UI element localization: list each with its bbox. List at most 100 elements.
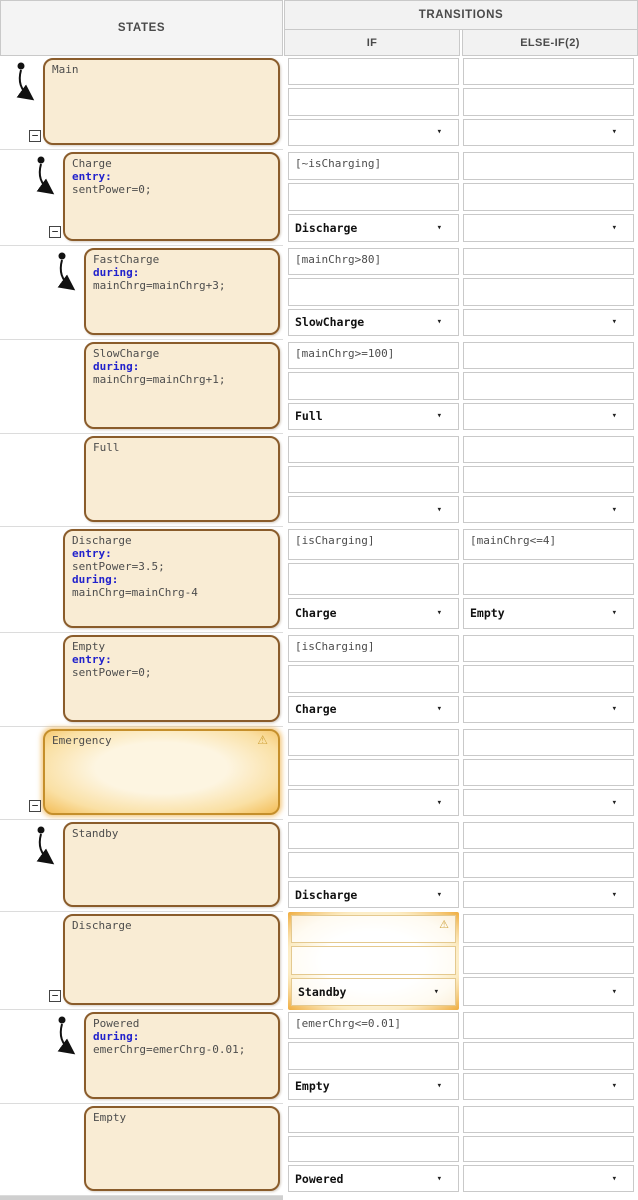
default-transition-arrow[interactable] [10,59,42,107]
if-condition-cell[interactable]: ⚠ [291,915,456,944]
collapse-button[interactable]: − [49,226,61,238]
if-destination-dropdown[interactable]: Full▾ [288,402,459,430]
elseif-destination-dropdown[interactable]: ▾ [463,118,634,146]
collapse-button[interactable]: − [49,990,61,1002]
if-condition-cell[interactable]: [~isCharging] [288,152,459,180]
if-destination-dropdown[interactable]: Charge▾ [288,695,459,723]
default-transition-arrow[interactable] [51,1013,83,1061]
elseif-condition-cell[interactable] [463,342,634,370]
if-action-cell[interactable] [291,946,456,975]
elseif-destination-dropdown[interactable]: ▾ [463,977,634,1007]
elseif-action-cell[interactable] [463,372,634,400]
elseif-action-cell[interactable] [463,851,634,879]
elseif-condition-cell[interactable] [463,248,634,276]
elseif-destination-dropdown[interactable]: ▾ [463,789,634,816]
if-destination-dropdown[interactable]: Discharge▾ [288,881,459,909]
if-condition-cell[interactable] [288,58,459,86]
if-destination-dropdown[interactable]: ▾ [288,789,459,816]
if-destination-dropdown[interactable]: Discharge▾ [288,214,459,242]
elseif-destination-dropdown[interactable]: ▾ [463,402,634,430]
if-destination-dropdown[interactable]: Standby▾ [291,977,456,1006]
elseif-action-cell[interactable] [463,278,634,306]
if-condition-cell[interactable]: [mainChrg>80] [288,248,459,276]
if-action-cell[interactable] [288,88,459,116]
if-destination-dropdown[interactable]: ▾ [288,496,459,523]
if-destination-dropdown[interactable]: Charge▾ [288,597,459,629]
elseif-action-cell[interactable] [463,759,634,786]
state-emergency[interactable]: Emergency⚠ [43,729,280,815]
elseif-condition-cell[interactable]: [mainChrg<=4] [463,529,634,561]
state-standby[interactable]: Standby [63,822,280,907]
elseif-destination-dropdown[interactable]: ▾ [463,881,634,909]
destination-label: Empty [470,606,505,621]
elseif-condition-cell[interactable] [463,1106,634,1133]
elseif-condition-cell[interactable] [463,914,634,943]
elseif-destination-dropdown[interactable]: ▾ [463,1072,634,1100]
chevron-down-icon: ▾ [611,127,617,138]
elseif-action-cell[interactable] [463,88,634,116]
if-condition-cell[interactable] [288,729,459,756]
if-destination-dropdown[interactable]: SlowCharge▾ [288,308,459,336]
if-action-cell[interactable] [288,183,459,211]
if-destination-dropdown[interactable]: Empty▾ [288,1072,459,1100]
if-action-cell[interactable] [288,278,459,306]
if-action-cell[interactable] [288,1135,459,1163]
elseif-destination-dropdown[interactable]: ▾ [463,695,634,723]
elseif-condition-cell[interactable] [463,58,634,86]
if-action-cell[interactable] [288,466,459,493]
if-condition-cell[interactable]: [isCharging] [288,529,459,561]
elseif-action-cell[interactable] [463,1042,634,1070]
elseif-action-cell[interactable] [463,563,634,595]
elseif-action-cell[interactable] [463,1135,634,1163]
if-action-cell[interactable] [288,1042,459,1070]
if-destination-dropdown[interactable]: Powered▾ [288,1165,459,1193]
elseif-action-cell[interactable] [463,945,634,975]
collapse-button[interactable]: − [29,130,41,142]
elseif-condition-cell[interactable] [463,152,634,180]
if-destination-dropdown[interactable]: ▾ [288,118,459,146]
state-full[interactable]: Full [84,436,280,522]
collapse-button[interactable]: − [29,800,41,812]
elseif-transition-group: ▾ [463,820,634,912]
elseif-destination-dropdown[interactable]: ▾ [463,308,634,336]
elseif-destination-dropdown[interactable]: ▾ [463,496,634,523]
if-condition-cell[interactable] [288,1106,459,1133]
if-action-cell[interactable] [288,851,459,879]
elseif-action-cell[interactable] [463,183,634,211]
horizontal-scrollbar[interactable] [0,1196,283,1200]
elseif-destination-dropdown[interactable]: ▾ [463,1165,634,1193]
elseif-destination-dropdown[interactable]: Empty ▾ [463,597,634,629]
chevron-down-icon: ▾ [611,608,617,619]
if-action-cell[interactable] [288,563,459,595]
state-empty[interactable]: Empty [84,1106,280,1191]
default-transition-arrow[interactable] [51,249,83,297]
elseif-action-cell[interactable] [463,665,634,693]
if-condition-cell[interactable]: [isCharging] [288,635,459,663]
state-main[interactable]: Main [43,58,280,145]
elseif-condition-cell[interactable] [463,1012,634,1040]
state-title: Empty [72,640,106,653]
if-condition-cell[interactable] [288,436,459,463]
elseif-condition-cell[interactable] [463,729,634,756]
if-action-cell[interactable] [288,665,459,693]
default-transition-arrow[interactable] [30,153,62,201]
elseif-condition-cell[interactable] [463,822,634,849]
elseif-destination-dropdown[interactable]: ▾ [463,214,634,242]
if-action-cell[interactable] [288,759,459,786]
elseif-action-cell[interactable] [463,466,634,493]
elseif-condition-cell[interactable] [463,635,634,663]
default-transition-arrow[interactable] [30,823,62,871]
state-discharge[interactable]: Discharge [63,914,280,1005]
if-condition-cell[interactable] [288,822,459,849]
if-action-cell[interactable] [288,372,459,400]
if-condition-cell[interactable]: [emerChrg<=0.01] [288,1012,459,1040]
if-condition-cell[interactable]: [mainChrg>=100] [288,342,459,370]
elseif-condition-cell[interactable] [463,436,634,463]
